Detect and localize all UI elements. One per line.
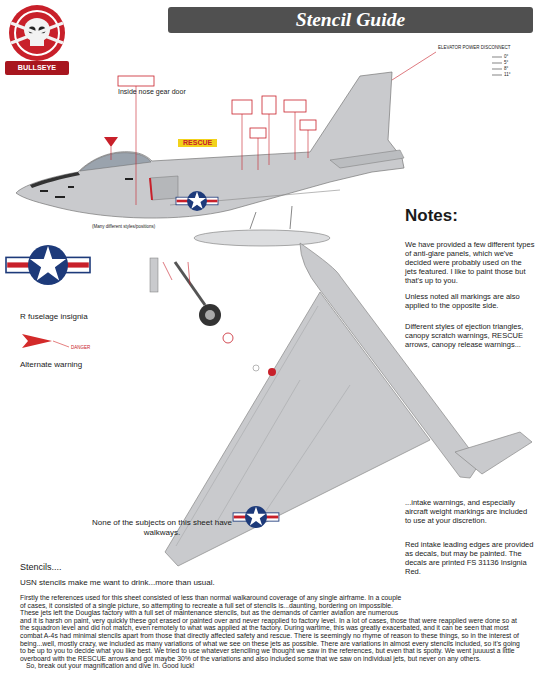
title-text: Stencil Guide <box>168 7 533 33</box>
note-text: ...intake warnings, and especially aircr… <box>405 498 535 525</box>
body-text: So, break out your magnification and div… <box>20 662 525 670</box>
note-text: Red intake leading edges are provided as… <box>405 540 535 576</box>
degree-mark: 5° <box>504 60 508 65</box>
logo-badge: BULLSEYE <box>3 3 71 79</box>
landing-gear <box>150 258 221 326</box>
title-banner: Stencil Guide <box>168 7 533 33</box>
note-text: None of the subjects on this sheet have … <box>86 518 238 537</box>
stencil-note: (Many different styles/positions) <box>92 224 172 229</box>
degree-mark: 0° <box>504 54 508 59</box>
degree-mark: 11° <box>504 72 510 77</box>
stencil-label: Inside nose gear door <box>118 88 186 96</box>
stencil-label: DANGER <box>71 345 90 350</box>
side-view <box>16 52 502 246</box>
section-heading: Stencils.... <box>20 562 62 573</box>
float-spacer <box>405 594 525 610</box>
rescue-arrow: RESCUE <box>178 139 217 147</box>
notes-heading: Notes: <box>405 206 458 226</box>
degree-mark: 8° <box>504 66 508 71</box>
stencil-label: ELEVATOR POWER DISCONNECT <box>438 45 511 50</box>
caption-label: R fuselage insignia <box>20 312 88 322</box>
warning-chevron <box>22 334 52 348</box>
fuselage-insignia <box>6 245 90 285</box>
note-text: We have provided a few different types o… <box>405 240 535 285</box>
body-text: USN stencils make me want to drink...mor… <box>20 578 215 588</box>
logo-text: BULLSEYE <box>3 61 71 75</box>
caption-label: Alternate warning <box>20 360 82 370</box>
note-text: Unless noted all markings are also appli… <box>405 292 535 310</box>
body-text: Firstly the references used for this she… <box>20 594 525 662</box>
text-column: Firstly the references used for this she… <box>20 594 525 670</box>
note-text: Different styles of ejection triangles, … <box>405 322 535 349</box>
